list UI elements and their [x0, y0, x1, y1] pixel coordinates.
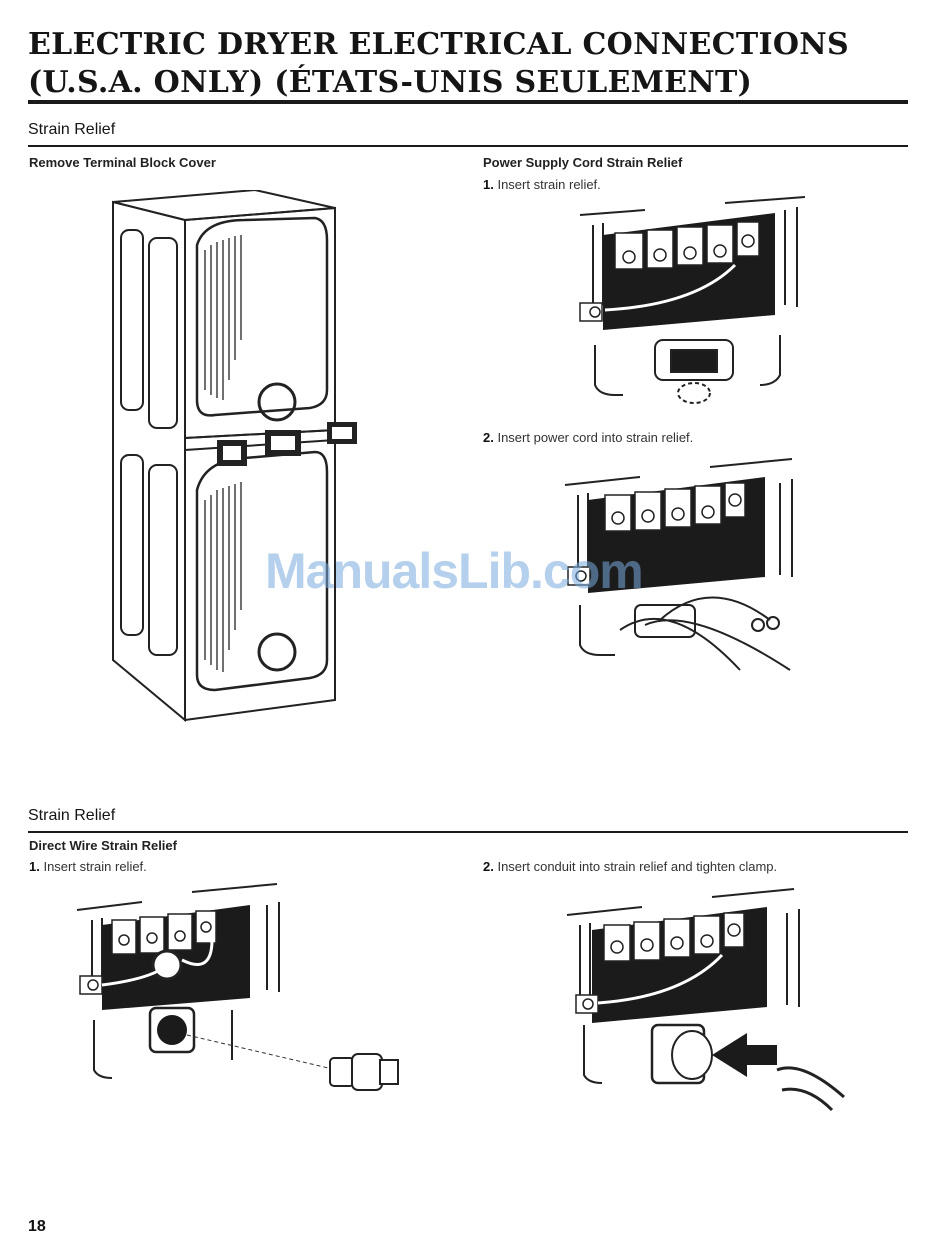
direct-wire-step-1: 1. Insert strain relief.	[29, 859, 147, 874]
direct-wire-strain-relief-illustration	[76, 883, 399, 1091]
step-number: 2.	[483, 430, 494, 445]
step-text: Insert conduit into strain relief and ti…	[497, 859, 778, 874]
stacked-dryer-illustration	[112, 190, 357, 723]
direct-wire-heading: Direct Wire Strain Relief	[29, 838, 177, 853]
insert-power-cord-illustration	[564, 458, 793, 671]
page-title: ELECTRIC DRYER ELECTRICAL CONNECTIONS (U…	[28, 26, 849, 102]
page-number: 18	[28, 1218, 46, 1235]
step-text: Insert power cord into strain relief.	[497, 430, 694, 445]
power-cord-step-2: 2. Insert power cord into strain relief.	[483, 430, 693, 445]
step-number: 2.	[483, 859, 494, 874]
power-cord-heading: Power Supply Cord Strain Relief	[483, 155, 683, 170]
section1-title: Strain Relief	[28, 121, 116, 138]
power-cord-step-1: 1. Insert strain relief.	[483, 177, 601, 192]
section2-rule	[28, 831, 908, 833]
remove-cover-heading: Remove Terminal Block Cover	[29, 155, 216, 170]
direct-wire-step-2: 2. Insert conduit into strain relief and…	[483, 859, 777, 874]
step-number: 1.	[29, 859, 40, 874]
title-line-1: ELECTRIC DRYER ELECTRICAL CONNECTIONS	[28, 27, 849, 62]
step-text: Insert strain relief.	[497, 177, 601, 192]
step-number: 1.	[483, 177, 494, 192]
section2-title: Strain Relief	[28, 807, 116, 824]
section1-rule	[28, 145, 908, 147]
insert-strain-relief-illustration	[579, 196, 806, 404]
title-line-2: (U.S.A. ONLY) (ÉTATS-UNIS SEULEMENT)	[28, 65, 753, 100]
watermark: ManualsLib.com	[265, 543, 644, 599]
title-rule	[28, 100, 908, 104]
insert-conduit-illustration	[566, 888, 845, 1112]
step-text: Insert strain relief.	[43, 859, 147, 874]
